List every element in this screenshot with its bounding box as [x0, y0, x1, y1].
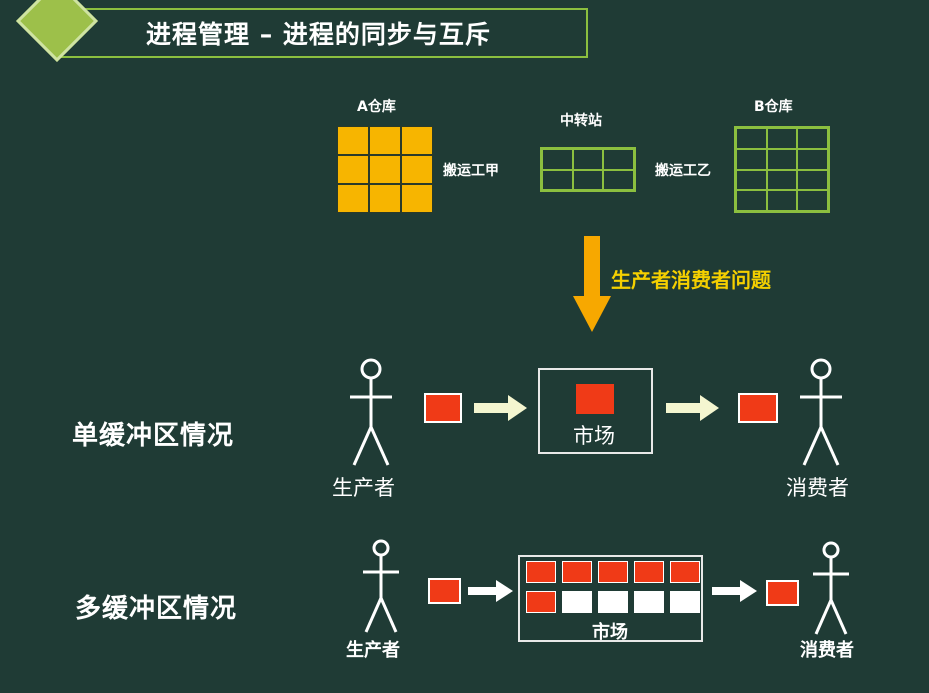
producer-label: 生产者 [346, 640, 400, 661]
buffer-slot-empty [598, 591, 628, 613]
market-item [576, 384, 614, 414]
consumer-label: 消费者 [800, 640, 854, 661]
produced-item [424, 393, 462, 423]
single-market-label: 市场 [573, 424, 615, 448]
down-arrow-icon [573, 236, 611, 332]
producer-figure-icon [350, 358, 392, 466]
consumed-item [738, 393, 778, 423]
buffer-slot-filled [562, 561, 592, 583]
single-buffer-label: 单缓冲区情况 [72, 421, 235, 451]
problem-label: 生产者消费者问题 [611, 268, 771, 292]
buffer-slot-empty [562, 591, 592, 613]
consumer-label: 消费者 [786, 476, 849, 500]
warehouse-a-label: A仓库 [357, 99, 396, 115]
buffer-slot-empty [670, 591, 700, 613]
right-arrow-icon [666, 395, 719, 421]
right-arrow-icon [474, 395, 527, 421]
porter-a-label: 搬运工甲 [443, 163, 499, 179]
buffer-slot-filled [526, 561, 556, 583]
consumed-item [766, 580, 799, 606]
buffer-slot-empty [634, 591, 664, 613]
producer-figure-icon [363, 539, 399, 633]
consumer-figure-icon [813, 541, 849, 635]
right-arrow-icon [468, 580, 513, 602]
right-arrow-icon [712, 580, 757, 602]
multi-buffer-label: 多缓冲区情况 [75, 594, 238, 624]
buffer-slot-filled [598, 561, 628, 583]
warehouse-b-grid [734, 126, 830, 213]
producer-label: 生产者 [332, 476, 395, 500]
multi-market-box [518, 555, 703, 642]
produced-item [428, 578, 461, 604]
transfer-station-label: 中转站 [560, 113, 602, 129]
transfer-station-grid [540, 147, 636, 192]
buffer-slot-filled [670, 561, 700, 583]
buffer-slot-filled [526, 591, 556, 613]
porter-b-label: 搬运工乙 [655, 163, 711, 179]
multi-market-label: 市场 [592, 622, 628, 643]
consumer-figure-icon [800, 358, 842, 466]
warehouse-b-label: B仓库 [754, 99, 793, 115]
warehouse-a-grid [337, 126, 433, 213]
page-title: 进程管理 – 进程的同步与互斥 [146, 20, 491, 49]
title-diamond-icon [0, 0, 110, 85]
single-market-box [538, 368, 653, 454]
buffer-slot-filled [634, 561, 664, 583]
